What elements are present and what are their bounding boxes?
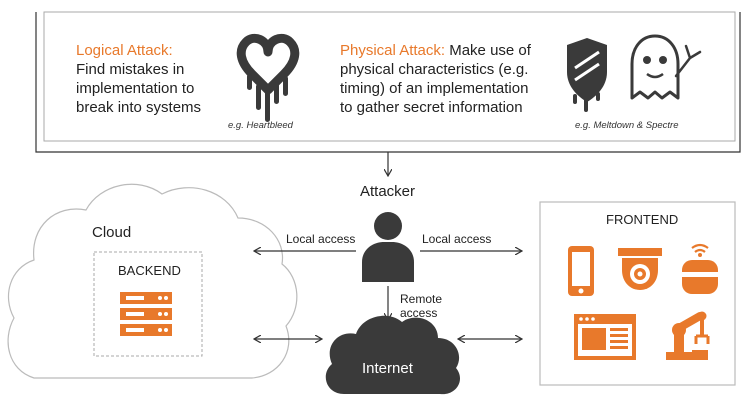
remote-access-label: Remote access: [400, 292, 442, 320]
meltdown-shield-icon: [567, 38, 607, 112]
heartbleed-icon: [236, 33, 300, 122]
logical-attack-line-1: Find mistakes in: [76, 61, 185, 78]
attack-types-box: [43, 11, 736, 142]
remote-access-line-1: Remote: [400, 292, 443, 306]
internet-label: Internet: [362, 360, 413, 377]
heartbleed-caption: e.g. Heartbleed: [228, 120, 293, 131]
cloud-label: Cloud: [92, 224, 132, 241]
logical-attack-line-3: break into systems: [76, 99, 202, 116]
logical-attack-text: Logical Attack: Find mistakes in impleme…: [76, 41, 201, 117]
smart-speaker-icon: [682, 243, 718, 294]
physical-attack-line-3: to gather secret information: [340, 99, 523, 116]
server-rack-icon: [120, 292, 172, 336]
spectre-ghost-icon: [630, 34, 702, 100]
robot-arm-icon: [666, 311, 710, 360]
meltdown-spectre-caption: e.g. Meltdown & Spectre: [575, 120, 679, 131]
browser-window-icon: [574, 314, 636, 360]
remote-access-line-2: access: [400, 306, 438, 320]
local-access-label-right: Local access: [422, 232, 492, 246]
attacker-person-icon: [362, 212, 414, 282]
smartphone-icon: [568, 246, 594, 296]
attacker-label: Attacker: [360, 183, 416, 200]
physical-attack-line-0: Make use of: [449, 42, 531, 59]
logical-attack-title: Logical Attack:: [76, 42, 173, 59]
frontend-label: FRONTEND: [606, 212, 679, 227]
security-camera-icon: [618, 248, 662, 290]
physical-attack-line-2: timing) of an implementation: [340, 80, 529, 97]
physical-attack-title: Physical Attack:: [340, 42, 446, 59]
internet-cloud: [325, 315, 461, 395]
physical-attack-text: Physical Attack: Make use of physical ch…: [340, 41, 531, 117]
backend-box: [93, 251, 203, 357]
backend-label: BACKEND: [118, 263, 181, 278]
logical-attack-line-2: implementation to: [76, 80, 195, 97]
physical-attack-line-1: physical characteristics (e.g.: [340, 61, 529, 78]
local-access-label-left: Local access: [286, 232, 356, 246]
cloud-shape: [7, 183, 298, 379]
